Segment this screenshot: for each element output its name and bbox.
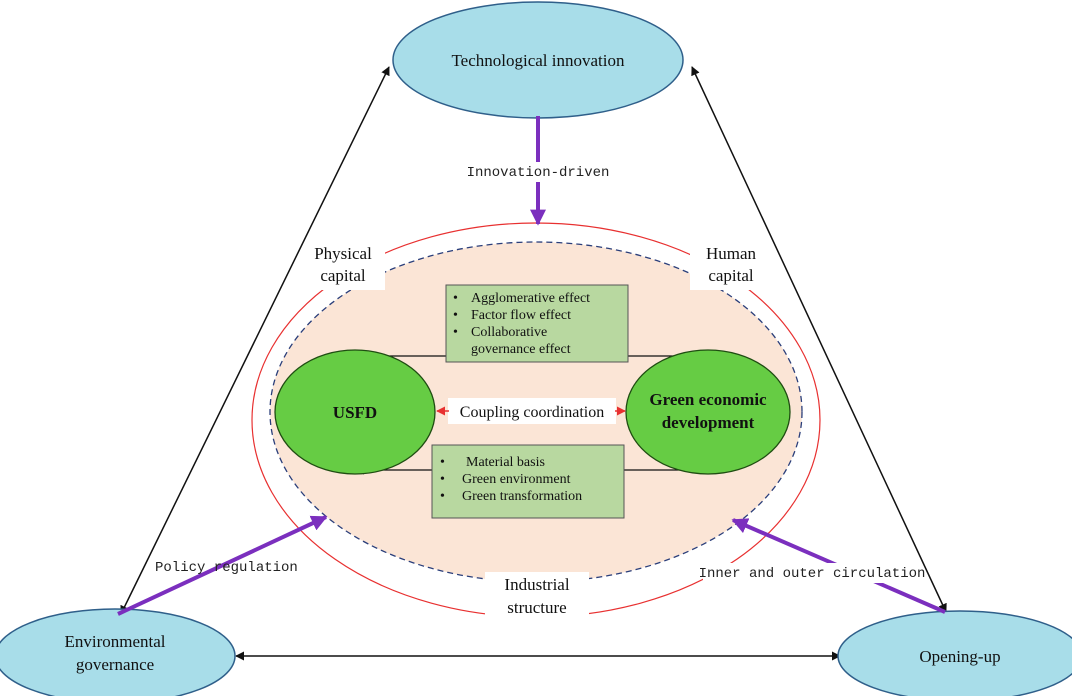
bullet-icon: • xyxy=(453,291,458,306)
pathway-arrow-policy xyxy=(117,515,328,616)
node-environmental-governance: Environmental governance xyxy=(0,608,236,696)
industrial-structure-label-1: Industrial xyxy=(504,575,569,594)
pathway-circulation-label: Inner and outer circulation xyxy=(699,566,926,582)
effect-agglomerative: Agglomerative effect xyxy=(471,291,590,306)
human-capital-label-1: Human xyxy=(706,244,757,263)
bullet-icon: • xyxy=(440,489,445,504)
node-opening-up: Opening-up xyxy=(837,610,1072,696)
effect-collaborative-1: Collaborative xyxy=(471,325,547,340)
connector-innovation-governance xyxy=(120,66,390,615)
effect-factor-flow: Factor flow effect xyxy=(471,308,571,323)
coupling-coordination-label: Coupling coordination xyxy=(460,404,604,421)
effects-box-bottom: • Material basis • Green environment • G… xyxy=(431,444,625,519)
node-environmental-governance-label-2: governance xyxy=(76,655,154,674)
industrial-structure-label-2: structure xyxy=(507,598,566,617)
effect-green-environment: Green environment xyxy=(462,472,571,487)
physical-capital-label-2: capital xyxy=(320,266,366,285)
effect-material-basis: Material basis xyxy=(466,455,545,470)
node-ged-label-1: Green economic xyxy=(649,390,767,409)
bullet-icon: • xyxy=(453,325,458,340)
node-opening-up-label: Opening-up xyxy=(919,647,1000,666)
node-technological-innovation: Technological innovation xyxy=(392,1,684,119)
pathway-innovation-driven-label: Innovation-driven xyxy=(467,165,610,181)
physical-capital-label-1: Physical xyxy=(314,244,372,263)
effect-collaborative-2: governance effect xyxy=(471,342,571,357)
node-environmental-governance-label-1: Environmental xyxy=(64,632,165,651)
bullet-icon: • xyxy=(453,308,458,323)
bullet-icon: • xyxy=(440,472,445,487)
node-technological-innovation-label: Technological innovation xyxy=(451,51,625,70)
node-ged-label-2: development xyxy=(662,413,755,432)
node-green-economic-development: Green economic development xyxy=(625,349,791,475)
connector-innovation-opening xyxy=(691,66,947,613)
pathway-policy-regulation-label: Policy regulation xyxy=(155,560,298,576)
node-usfd: USFD xyxy=(274,349,436,475)
bullet-icon: • xyxy=(440,455,445,470)
effects-box-top: • Agglomerative effect • Factor flow eff… xyxy=(445,284,629,363)
node-usfd-label: USFD xyxy=(333,403,377,422)
effect-green-transformation: Green transformation xyxy=(462,489,582,504)
human-capital-label-2: capital xyxy=(708,266,754,285)
